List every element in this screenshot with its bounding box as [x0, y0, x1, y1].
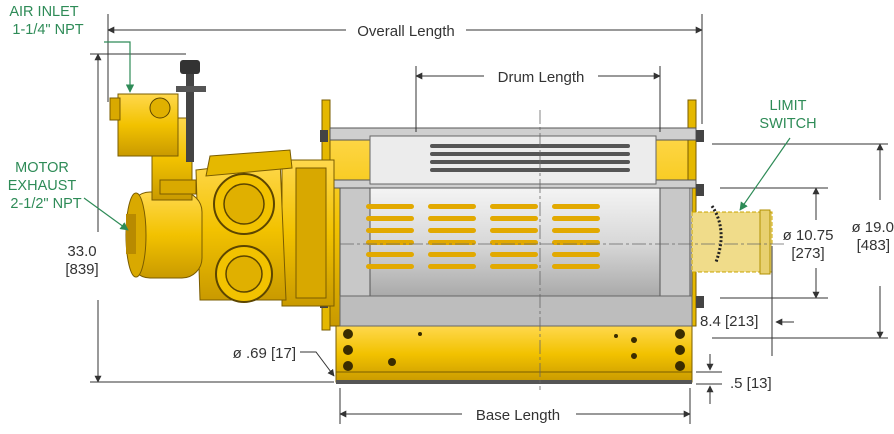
base-thickness-value: .5 [13]	[730, 375, 772, 392]
hole-diameter-value: ø .69 [17]	[233, 345, 296, 362]
height-mm-value: [839]	[65, 261, 98, 278]
motor-exhaust-label-line1: MOTOR	[15, 160, 69, 176]
air-motor	[195, 149, 335, 307]
winch-illustration	[109, 60, 773, 384]
air-inlet-valve	[109, 60, 206, 201]
limit-switch-label-line2: SWITCH	[759, 116, 816, 132]
flange-diameter-value: ø 19.0	[851, 219, 894, 236]
height-value: 33.0	[67, 243, 96, 260]
flange-diameter-mm-value: [483]	[857, 237, 890, 254]
limit-switch-label-line1: LIMIT	[769, 98, 806, 114]
callout-leaders	[83, 41, 791, 231]
base-holes	[343, 329, 685, 371]
motor-exhaust	[125, 191, 203, 279]
centerline-height-value: 8.4 [213]	[700, 313, 758, 330]
overall-length-label: Overall Length	[357, 23, 455, 40]
motor-exhaust-label-line3: 2-1/2" NPT	[10, 196, 81, 212]
dimension-lines	[90, 14, 888, 424]
drum-length-label: Drum Length	[498, 69, 585, 86]
motor-exhaust-label-line2: EXHAUST	[8, 178, 77, 194]
limit-switch	[691, 205, 773, 275]
upper-guard-slots	[430, 144, 630, 172]
base-frame	[335, 325, 693, 383]
base-length-label: Base Length	[476, 407, 560, 424]
air-inlet-label-line2: 1-1/4" NPT	[12, 22, 83, 38]
centerlines	[340, 110, 784, 390]
drum-diameter-value: ø 10.75	[783, 227, 834, 244]
air-inlet-label-line1: AIR INLET	[9, 4, 78, 20]
drum-diameter-mm-value: [273]	[791, 245, 824, 262]
